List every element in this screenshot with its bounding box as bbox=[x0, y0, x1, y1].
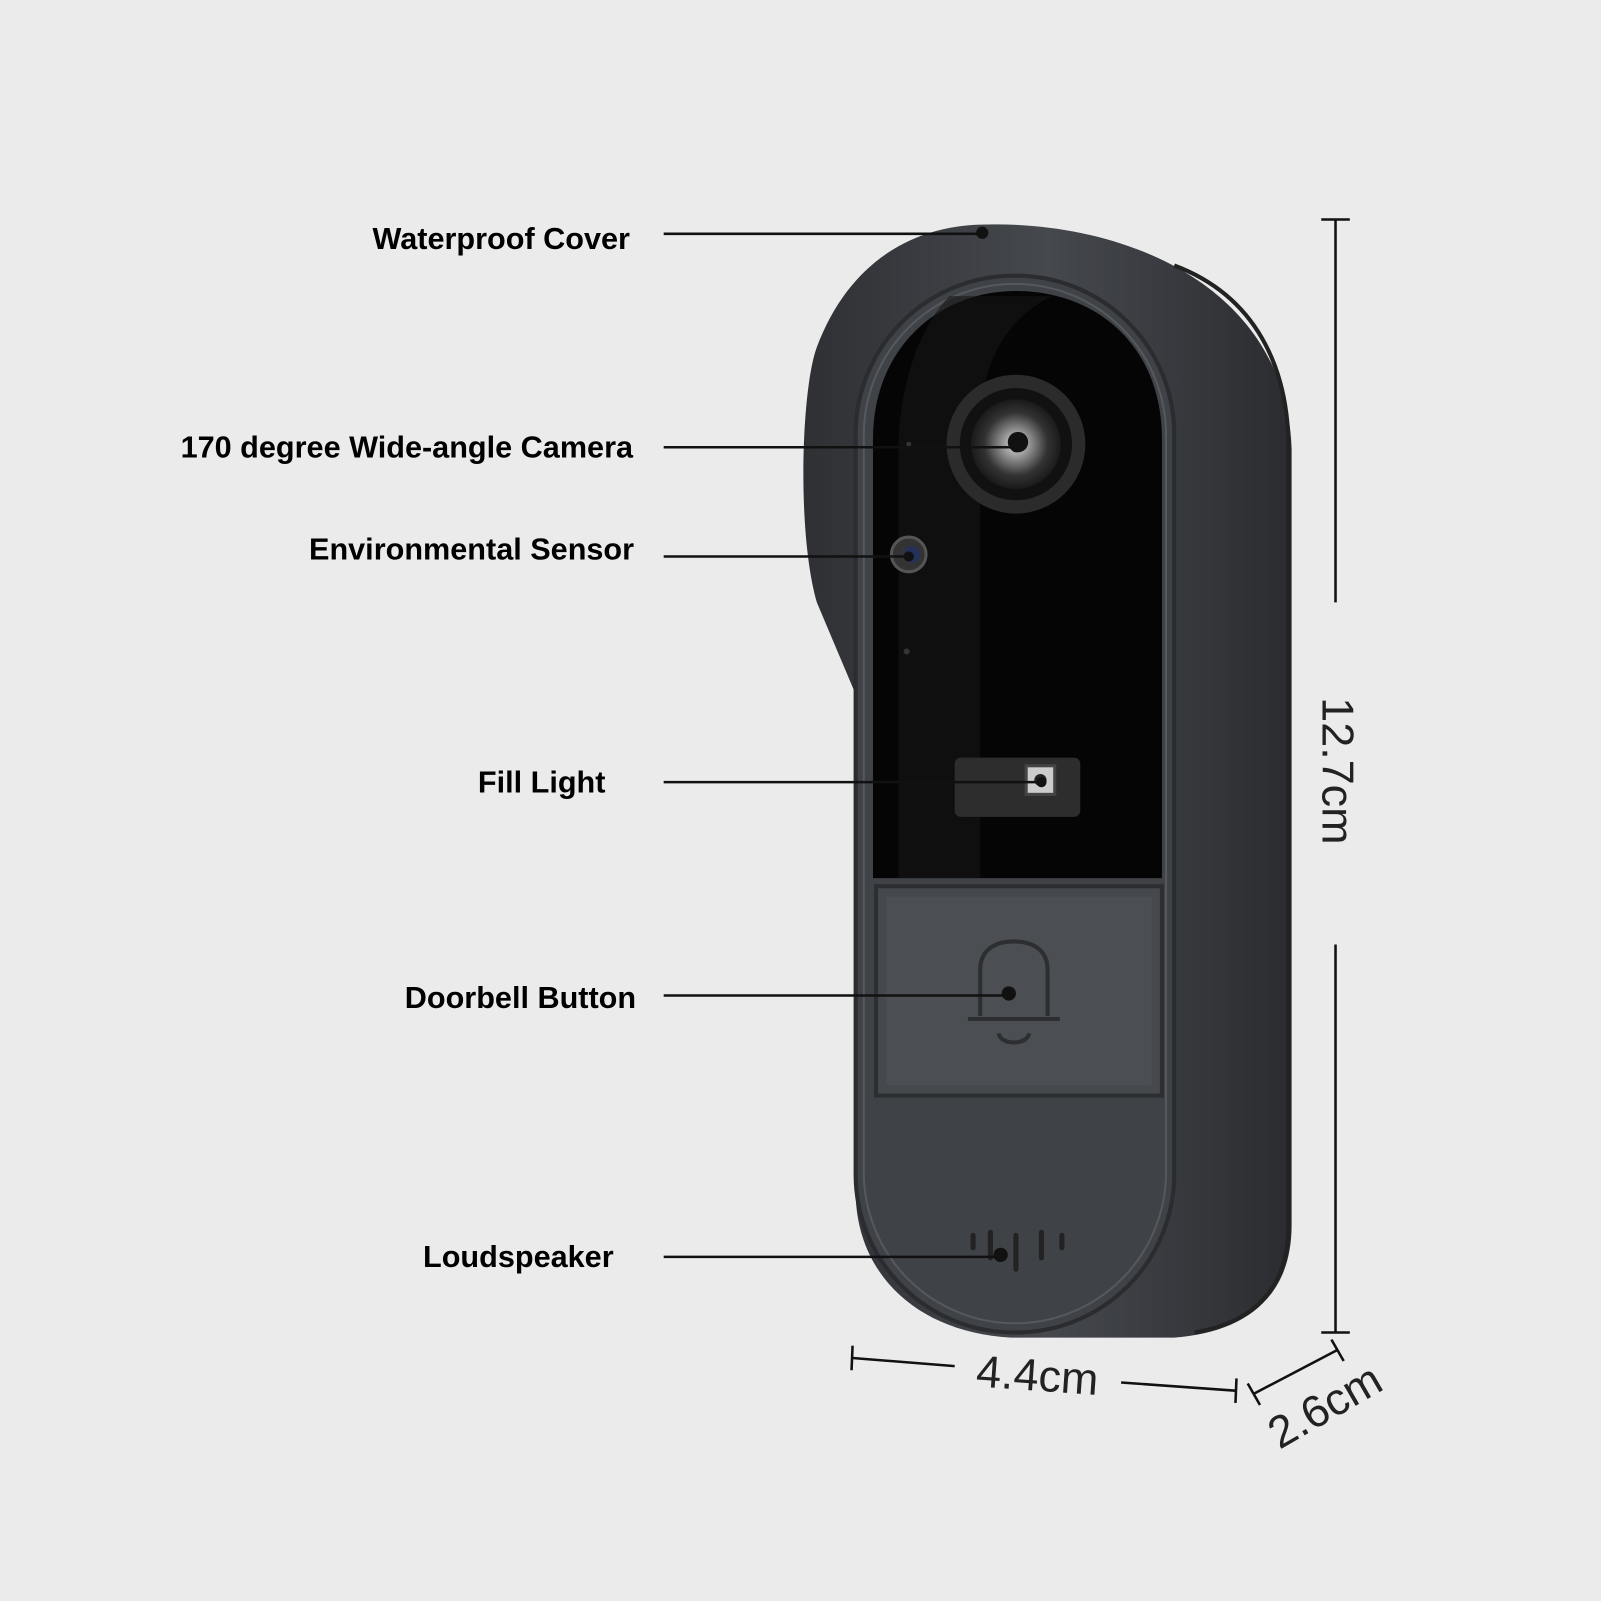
bell-icon bbox=[967, 939, 1060, 1045]
speaker-grille-icon bbox=[970, 1229, 1065, 1272]
label-doorbell-button: Doorbell Button bbox=[405, 981, 636, 1015]
depth-dimension-line bbox=[1246, 1338, 1345, 1406]
label-waterproof-cover: Waterproof Cover bbox=[372, 222, 630, 256]
label-loudspeaker: Loudspeaker bbox=[423, 1240, 614, 1274]
label-camera: 170 degree Wide-angle Camera bbox=[181, 430, 634, 464]
fill-light-icon bbox=[954, 757, 1081, 817]
label-fill-light: Fill Light bbox=[478, 765, 606, 799]
width-label: 4.4cm bbox=[975, 1345, 1101, 1404]
label-sensor: Environmental Sensor bbox=[309, 533, 634, 567]
leader-lines bbox=[663, 226, 1047, 1263]
height-label: 12.7cm bbox=[1312, 697, 1363, 844]
width-dimension-line bbox=[850, 1345, 1238, 1403]
doorbell-button bbox=[874, 884, 1164, 1098]
height-dimension-line bbox=[1321, 218, 1350, 1334]
